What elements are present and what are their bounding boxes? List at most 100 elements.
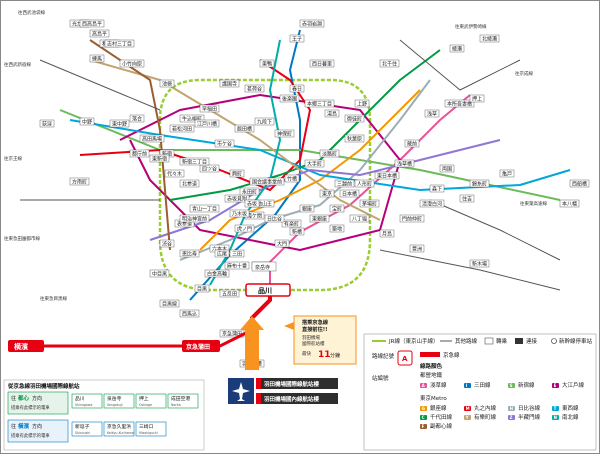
station-66[interactable]: 錦糸町 xyxy=(469,179,490,188)
station-88[interactable]: 八丁堀 xyxy=(349,214,370,223)
station-26[interactable]: 渋谷 xyxy=(159,239,175,248)
station-62[interactable]: 月島 xyxy=(379,229,395,238)
station-90[interactable]: 三越前 xyxy=(334,179,355,188)
station-56[interactable]: 赤羽岩淵 xyxy=(299,19,325,28)
station-50[interactable]: 護国寺 xyxy=(219,79,240,88)
station-94[interactable]: 広尾 xyxy=(214,249,230,258)
station-17[interactable]: 有楽町 xyxy=(281,219,302,228)
station-86[interactable]: 森下 xyxy=(429,184,445,193)
shinagawa-station-box[interactable] xyxy=(245,283,291,297)
station-69[interactable]: 西馬込 xyxy=(179,309,200,318)
station-54[interactable]: 北千住 xyxy=(379,59,400,68)
station-25[interactable]: 五反田 xyxy=(219,289,240,298)
station-5[interactable]: 東銀座 xyxy=(309,214,330,223)
station-29[interactable]: 赤坂見附 xyxy=(224,194,250,203)
station-2[interactable]: 三田 xyxy=(229,249,245,258)
station-79[interactable]: 西高島平 xyxy=(79,19,105,28)
station-65[interactable]: 住吉 xyxy=(459,194,475,203)
station-99[interactable]: 北参道 xyxy=(179,179,200,188)
station-92[interactable]: 麹町 xyxy=(229,169,245,178)
station-89[interactable]: 茅場町 xyxy=(359,199,380,208)
terminal-intl-box[interactable] xyxy=(256,378,338,389)
station-81[interactable]: 西船橋 xyxy=(569,179,590,188)
station-82[interactable]: 綾瀬 xyxy=(449,44,465,53)
terminal-dom-box[interactable] xyxy=(256,393,338,404)
station-105[interactable]: 高田馬場 xyxy=(139,134,165,143)
station-103[interactable]: 早稲田 xyxy=(199,104,220,113)
station-44[interactable]: 後楽園 xyxy=(279,94,300,103)
station-77[interactable]: 志村三丁目 xyxy=(104,39,135,48)
station-100[interactable]: 東新宿 xyxy=(149,154,170,163)
station-106[interactable]: 落合 xyxy=(129,114,145,123)
kamata-box[interactable] xyxy=(182,340,220,352)
station-74[interactable]: 都庁前 xyxy=(129,149,150,158)
station-7[interactable]: 日本橋 xyxy=(339,189,360,198)
station-91[interactable]: 竹橋 xyxy=(284,174,300,183)
station-95[interactable]: 恵比寿 xyxy=(179,249,200,258)
station-10[interactable]: 浅草橋 xyxy=(394,159,415,168)
station-18[interactable]: 日比谷 xyxy=(264,214,285,223)
sengakuji-box[interactable] xyxy=(251,261,277,272)
station-33[interactable]: 市ケ谷 xyxy=(214,139,235,148)
station-59[interactable]: 荻窪 xyxy=(39,119,55,128)
station-75[interactable]: 練馬 xyxy=(89,54,105,63)
station-98[interactable]: 明治神宮前 xyxy=(179,214,210,223)
station-87[interactable]: 築地 xyxy=(329,224,345,233)
station-49[interactable]: 池袋 xyxy=(159,79,175,88)
station-76[interactable]: 小竹向原 xyxy=(119,59,145,68)
station-80[interactable]: 本八幡 xyxy=(559,199,580,208)
station-37[interactable]: 大手町 xyxy=(304,159,325,168)
station-52[interactable]: 巣鴨 xyxy=(259,59,275,68)
station-13[interactable]: 本所吾妻橋 xyxy=(444,99,475,108)
yokohama-box[interactable] xyxy=(8,340,44,352)
station-40[interactable]: 上野 xyxy=(354,99,370,108)
station-4[interactable]: 新橋 xyxy=(289,227,305,236)
station-39[interactable]: 秋葉原 xyxy=(344,134,365,143)
station-96[interactable]: 赤坂 xyxy=(244,199,260,208)
station-42[interactable]: 湯島 xyxy=(324,109,340,118)
station-3[interactable]: 大門 xyxy=(274,239,290,248)
station-47[interactable]: 新宿三丁目 xyxy=(179,157,210,166)
station-31[interactable]: 国会議事堂前 xyxy=(249,177,285,186)
station-9[interactable]: 東日本橋 xyxy=(374,171,400,180)
station-34[interactable]: 飯田橋 xyxy=(234,124,255,133)
station-107[interactable]: 東中野 xyxy=(109,119,130,128)
station-41[interactable]: 御徒町 xyxy=(344,114,365,123)
station-70[interactable]: 目黒線 xyxy=(159,299,180,308)
station-22[interactable]: 麻布十番 xyxy=(224,261,250,270)
station-64[interactable]: 清澄白河 xyxy=(419,199,445,208)
station-8[interactable]: 人形町 xyxy=(354,179,375,188)
station-84[interactable]: 亀戸 xyxy=(499,169,515,178)
station-14[interactable]: 押上 xyxy=(469,94,485,103)
station-24[interactable]: 目黒 xyxy=(194,284,210,293)
station-101[interactable]: 若松河田 xyxy=(169,124,195,133)
station-11[interactable]: 蔵前 xyxy=(404,139,420,148)
station-35[interactable]: 九段下 xyxy=(254,117,275,126)
station-20[interactable]: 虎ノ門 xyxy=(234,224,255,233)
station-48[interactable]: 代々木 xyxy=(164,169,185,178)
station-60[interactable]: 方南町 xyxy=(69,177,90,186)
station-55[interactable]: 王子 xyxy=(289,34,305,43)
station-43[interactable]: 本郷三丁目 xyxy=(304,99,335,108)
station-53[interactable]: 西日暮里 xyxy=(309,59,335,68)
station-61[interactable]: 中目黒 xyxy=(149,269,170,278)
station-85[interactable]: 両国 xyxy=(439,164,455,173)
station-12[interactable]: 浅草 xyxy=(424,109,440,118)
station-15[interactable]: 東京 xyxy=(319,189,335,198)
station-6[interactable]: 宝町 xyxy=(329,204,345,213)
station-63[interactable]: 門前仲町 xyxy=(399,214,425,223)
station-97[interactable]: 乃木坂 xyxy=(229,209,250,218)
station-36[interactable]: 神保町 xyxy=(274,129,295,138)
station-51[interactable]: 茗荷谷 xyxy=(244,84,265,93)
station-102[interactable]: 牛込柳町 xyxy=(179,114,205,123)
station-32[interactable]: 四ツ谷 xyxy=(199,164,220,173)
station-28[interactable]: 青山一丁目 xyxy=(189,204,220,213)
station-38[interactable]: 淡路町 xyxy=(319,149,340,158)
station-16[interactable]: 銀座 xyxy=(299,204,315,213)
station-83[interactable]: 北綾瀬 xyxy=(479,34,500,43)
station-67[interactable]: 豊洲 xyxy=(409,244,425,253)
station-78[interactable]: 高島平 xyxy=(89,29,110,38)
station-23[interactable]: 白金高輪 xyxy=(204,269,230,278)
station-45[interactable]: 春日 xyxy=(289,84,305,93)
